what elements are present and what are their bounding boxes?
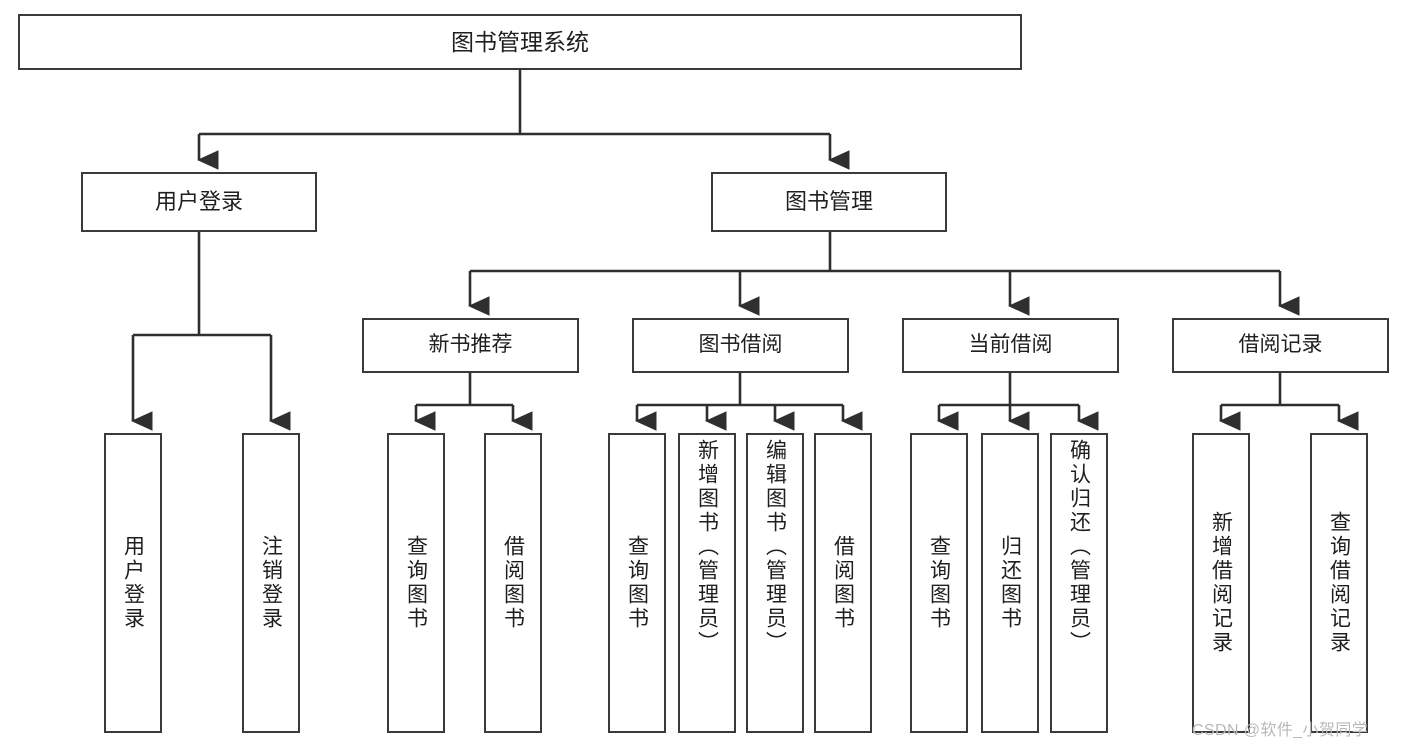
leaf-query-book-2-label: 查询图书 [625, 535, 649, 631]
leaf-query-record[interactable]: 查询借阅记录 [1310, 433, 1368, 733]
node-book-management[interactable]: 图书管理 [711, 172, 947, 232]
leaf-query-book-3[interactable]: 查询图书 [910, 433, 968, 733]
watermark-text: CSDN @软件_小贺同学 [1192, 722, 1369, 739]
leaf-query-book-3-label: 查询图书 [927, 535, 951, 631]
node-borrow-record-label: 借阅记录 [1238, 333, 1323, 357]
leaf-borrow-book-1-label: 借阅图书 [501, 535, 525, 631]
leaf-query-book-2[interactable]: 查询图书 [608, 433, 666, 733]
leaf-add-book-label: 新增图书（管理员） [695, 439, 719, 655]
node-new-book-recommend-label: 新书推荐 [428, 333, 513, 357]
leaf-return-book-label: 归还图书 [998, 535, 1022, 631]
leaf-return-book[interactable]: 归还图书 [981, 433, 1039, 733]
leaf-borrow-book-1[interactable]: 借阅图书 [484, 433, 542, 733]
node-book-borrow-label: 图书借阅 [698, 333, 783, 357]
leaf-query-record-label: 查询借阅记录 [1327, 511, 1351, 655]
node-root[interactable]: 图书管理系统 [18, 14, 1022, 70]
node-book-management-label: 图书管理 [784, 189, 873, 215]
leaf-logout[interactable]: 注销登录 [242, 433, 300, 733]
leaf-user-login-label: 用户登录 [121, 535, 145, 631]
node-user-login[interactable]: 用户登录 [81, 172, 317, 232]
node-current-borrow-label: 当前借阅 [968, 333, 1053, 357]
leaf-add-record[interactable]: 新增借阅记录 [1192, 433, 1250, 733]
leaf-add-record-label: 新增借阅记录 [1209, 511, 1233, 655]
leaf-confirm-return-label: 确认归还（管理员） [1067, 439, 1091, 655]
node-book-borrow[interactable]: 图书借阅 [632, 318, 849, 373]
leaf-borrow-book-2[interactable]: 借阅图书 [814, 433, 872, 733]
node-new-book-recommend[interactable]: 新书推荐 [362, 318, 579, 373]
leaf-query-book-1[interactable]: 查询图书 [387, 433, 445, 733]
node-borrow-record[interactable]: 借阅记录 [1172, 318, 1389, 373]
leaf-edit-book-label: 编辑图书（管理员） [763, 439, 787, 655]
node-user-login-label: 用户登录 [154, 189, 243, 215]
leaf-query-book-1-label: 查询图书 [404, 535, 428, 631]
node-root-label: 图书管理系统 [451, 28, 589, 55]
leaf-add-book[interactable]: 新增图书（管理员） [678, 433, 736, 733]
leaf-confirm-return[interactable]: 确认归还（管理员） [1050, 433, 1108, 733]
leaf-edit-book[interactable]: 编辑图书（管理员） [746, 433, 804, 733]
leaf-logout-label: 注销登录 [259, 535, 283, 631]
leaf-borrow-book-2-label: 借阅图书 [831, 535, 855, 631]
leaf-user-login[interactable]: 用户登录 [104, 433, 162, 733]
node-current-borrow[interactable]: 当前借阅 [902, 318, 1119, 373]
